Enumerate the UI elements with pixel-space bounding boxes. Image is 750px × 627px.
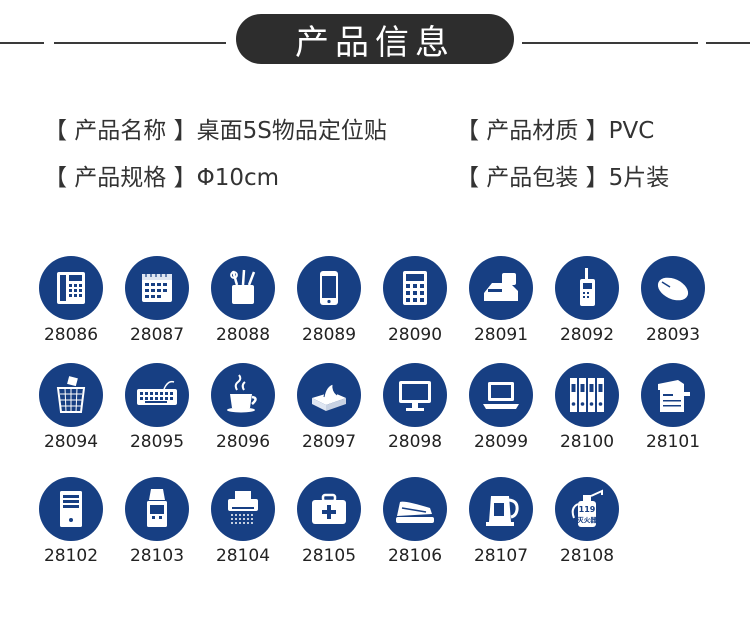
product-item-28102: 28102 xyxy=(28,477,114,577)
spec-name-label: 【 产品名称 】 xyxy=(44,118,197,144)
fax-machine-icon xyxy=(469,256,533,320)
product-item-28089: 28089 xyxy=(286,256,372,356)
spec-material-label: 【 产品材质 】 xyxy=(456,118,609,144)
keyboard-icon xyxy=(125,363,189,427)
product-item-28096: 28096 xyxy=(200,363,286,463)
product-item-28090: 28090 xyxy=(372,256,458,356)
product-code: 28096 xyxy=(215,432,271,452)
monitor-icon xyxy=(383,363,447,427)
computer-tower-icon xyxy=(39,477,103,541)
product-item-28099: 28099 xyxy=(458,363,544,463)
product-code: 28101 xyxy=(645,432,701,452)
header-rule-left xyxy=(54,42,226,44)
product-item-28107: 28107 xyxy=(458,477,544,577)
spec-package-label: 【 产品包装 】 xyxy=(456,165,609,191)
calendar-icon xyxy=(125,256,189,320)
header: 产品信息 xyxy=(0,0,750,80)
coffee-cup-icon xyxy=(211,363,275,427)
product-code: 28097 xyxy=(301,432,357,452)
shredder-icon xyxy=(211,477,275,541)
product-code: 28094 xyxy=(43,432,99,452)
product-item-28095: 28095 xyxy=(114,363,200,463)
binders-icon xyxy=(555,363,619,427)
spec-size: 【 产品规格 】Φ10cm xyxy=(44,163,279,193)
product-code: 28100 xyxy=(559,432,615,452)
product-item-28106: 28106 xyxy=(372,477,458,577)
product-item-28104: 28104 xyxy=(200,477,286,577)
spec-package: 【 产品包装 】5片装 xyxy=(456,163,669,193)
product-code: 28092 xyxy=(559,325,615,345)
laptop-icon xyxy=(469,363,533,427)
spec-material: 【 产品材质 】PVC xyxy=(456,116,654,146)
header-title: 产品信息 xyxy=(236,14,514,64)
mobile-phone-icon xyxy=(297,256,361,320)
product-code: 28095 xyxy=(129,432,185,452)
product-item-28101: 28101 xyxy=(630,363,716,463)
product-item-28103: 28103 xyxy=(114,477,200,577)
tissue-box-icon xyxy=(297,363,361,427)
product-item-28108: 119 灭火器 28108 xyxy=(544,477,630,577)
spec-name-value: 桌面5S物品定位贴 xyxy=(196,118,387,144)
first-aid-kit-icon xyxy=(297,477,361,541)
product-code: 28107 xyxy=(473,546,529,566)
fire-extinguisher-icon: 119 灭火器 xyxy=(555,477,619,541)
product-code: 28102 xyxy=(43,546,99,566)
product-code: 28106 xyxy=(387,546,443,566)
product-code: 28086 xyxy=(43,325,99,345)
spec-size-value: Φ10cm xyxy=(196,165,280,191)
product-code: 28087 xyxy=(129,325,185,345)
extinguisher-label: 灭火器 xyxy=(576,515,597,524)
spec-size-label: 【 产品规格 】 xyxy=(44,165,197,191)
product-item-28088: 28088 xyxy=(200,256,286,356)
product-code: 28098 xyxy=(387,432,443,452)
product-code: 28093 xyxy=(645,325,701,345)
product-code: 28104 xyxy=(215,546,271,566)
product-code: 28091 xyxy=(473,325,529,345)
product-code: 28105 xyxy=(301,546,357,566)
product-code: 28103 xyxy=(129,546,185,566)
trash-bin-icon xyxy=(39,363,103,427)
product-item-28086: 28086 xyxy=(28,256,114,356)
product-item-28100: 28100 xyxy=(544,363,630,463)
spec-material-value: PVC xyxy=(608,118,655,144)
pen-holder-icon xyxy=(211,256,275,320)
product-code: 28108 xyxy=(559,546,615,566)
extinguisher-number: 119 xyxy=(579,505,596,514)
stapler-icon xyxy=(383,477,447,541)
header-rule-right xyxy=(522,42,698,44)
product-item-28092: 28092 xyxy=(544,256,630,356)
telephone-icon xyxy=(39,256,103,320)
product-code: 28088 xyxy=(215,325,271,345)
product-item-28098: 28098 xyxy=(372,363,458,463)
walkie-talkie-icon xyxy=(555,256,619,320)
calculator-icon xyxy=(383,256,447,320)
product-item-28093: 28093 xyxy=(630,256,716,356)
header-rule-left-short xyxy=(0,42,44,44)
spec-name: 【 产品名称 】桌面5S物品定位贴 xyxy=(44,116,387,146)
spec-package-value: 5片装 xyxy=(608,165,670,191)
header-rule-right-short xyxy=(706,42,750,44)
product-item-28087: 28087 xyxy=(114,256,200,356)
product-item-28091: 28091 xyxy=(458,256,544,356)
water-dispenser-icon xyxy=(125,477,189,541)
electric-kettle-icon xyxy=(469,477,533,541)
product-item-28097: 28097 xyxy=(286,363,372,463)
product-code: 28099 xyxy=(473,432,529,452)
product-code: 28090 xyxy=(387,325,443,345)
product-item-28105: 28105 xyxy=(286,477,372,577)
product-code: 28089 xyxy=(301,325,357,345)
product-item-28094: 28094 xyxy=(28,363,114,463)
copier-icon xyxy=(641,363,705,427)
mouse-icon xyxy=(641,256,705,320)
